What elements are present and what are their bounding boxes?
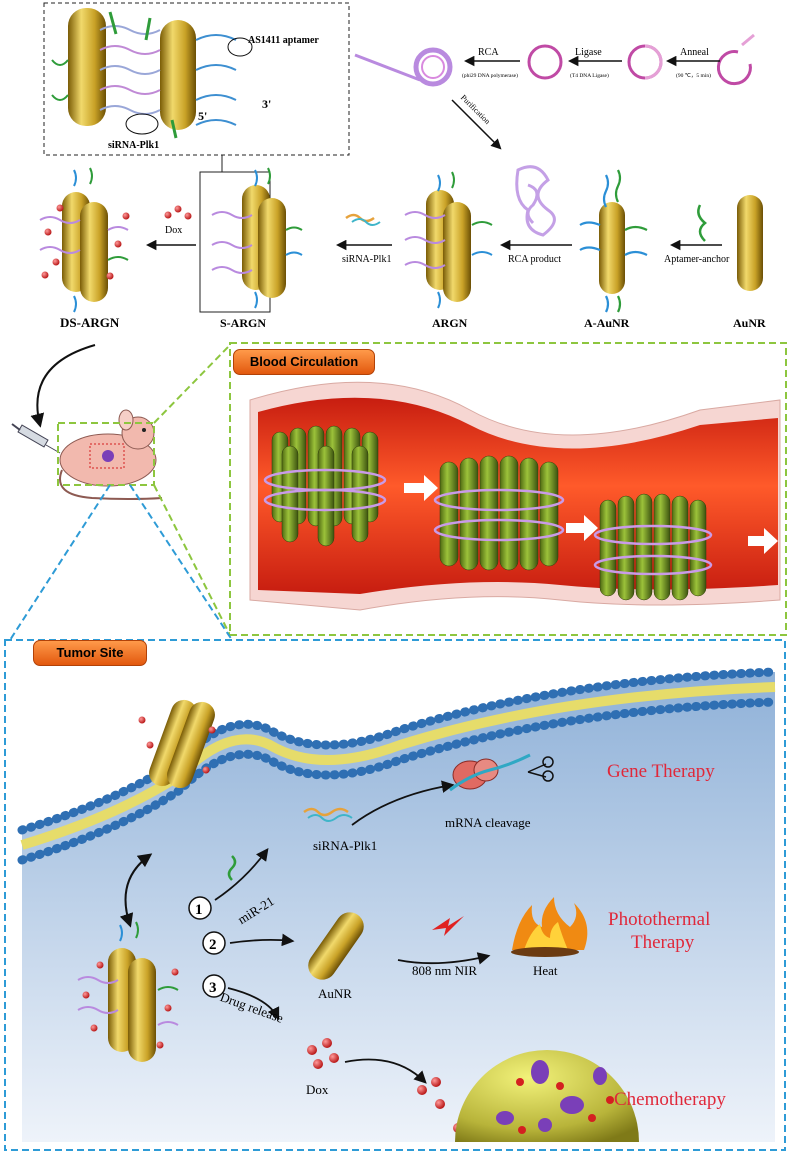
ligase-sub-label: (T4 DNA Ligase) bbox=[570, 72, 609, 79]
gold-nanorod bbox=[160, 20, 196, 130]
a-aunr-assembly bbox=[579, 169, 648, 313]
stage-a-aunr: A-AuNR bbox=[584, 316, 630, 330]
mouse-zoom-box bbox=[57, 422, 155, 486]
sirna-plk1-label: siRNA-Plk1 bbox=[342, 254, 391, 265]
ds-argn-assembly bbox=[39, 167, 130, 313]
tumor-cell-sphere bbox=[455, 1050, 639, 1142]
anneal-sub-label: (90 ℃，5 min) bbox=[676, 72, 711, 79]
mrna-cleavage-label: mRNA cleavage bbox=[445, 815, 531, 830]
aptamer-label: AS1411 aptamer bbox=[248, 35, 319, 46]
tumor-site-badge: Tumor Site bbox=[33, 640, 147, 666]
nir-label: 808 nm NIR bbox=[412, 963, 477, 978]
sirna-inset-label: siRNA-Plk1 bbox=[108, 140, 159, 151]
purification-label: Purification bbox=[459, 93, 492, 126]
inset-zoom-box bbox=[43, 2, 350, 156]
stage-ds-argn: DS-ARGN bbox=[60, 315, 120, 330]
ds-argn-internalized bbox=[77, 921, 179, 1062]
sirna-released bbox=[303, 807, 353, 822]
flow-arrows bbox=[404, 475, 778, 554]
mrna-cleavage-icon bbox=[449, 753, 554, 792]
nanoparticle-bundle bbox=[593, 493, 713, 601]
cell-interior bbox=[22, 672, 775, 1142]
photothermal-title-line2: Therapy bbox=[631, 932, 695, 953]
rca-product-label: RCA product bbox=[508, 254, 561, 265]
rca-label: RCA bbox=[478, 47, 499, 58]
dox-tumor-label: Dox bbox=[306, 1082, 329, 1097]
ds-argn-docking bbox=[138, 699, 216, 789]
syringe-icon bbox=[11, 423, 61, 454]
chemotherapy-title: Chemotherapy bbox=[614, 1089, 726, 1110]
end3-label: 3' bbox=[262, 97, 271, 111]
aunr-released bbox=[308, 912, 364, 980]
injection-arrow bbox=[30, 344, 96, 428]
end5-label: 5' bbox=[198, 109, 207, 123]
dox-label: Dox bbox=[165, 225, 182, 236]
nanoparticle-bundle bbox=[433, 455, 565, 571]
rca-product-blob bbox=[515, 165, 556, 237]
stage-aunr: AuNR bbox=[733, 316, 766, 330]
rca-sequence bbox=[354, 33, 755, 150]
rca-sub-label: (phi29 DNA polymerase) bbox=[462, 72, 518, 79]
aptamer-anchor-label: Aptamer-anchor bbox=[664, 254, 730, 265]
step-1: 1 bbox=[195, 902, 203, 918]
nir-lightning-icon bbox=[432, 916, 464, 936]
anneal-label: Anneal bbox=[680, 47, 709, 58]
nanoparticle-bundle bbox=[263, 425, 387, 547]
stage-s-argn: S-ARGN bbox=[220, 316, 266, 330]
blood-circulation-badge: Blood Circulation bbox=[233, 349, 375, 375]
heat-flame-icon bbox=[511, 897, 588, 957]
dox-molecules bbox=[164, 205, 192, 220]
step-markers bbox=[188, 896, 226, 998]
argn-assembly bbox=[404, 171, 493, 309]
aunr-label: AuNR bbox=[318, 986, 352, 1001]
photothermal-title-line1: Photothermal bbox=[608, 909, 710, 930]
aunr-rod bbox=[737, 195, 763, 291]
ligase-label: Ligase bbox=[575, 47, 602, 58]
step-3: 3 bbox=[209, 980, 217, 996]
s-argn-assembly bbox=[211, 167, 303, 309]
mir21-strand bbox=[227, 855, 237, 881]
aptamer-anchor-strand bbox=[697, 204, 707, 242]
gold-nanorod bbox=[68, 8, 106, 126]
heat-label: Heat bbox=[533, 963, 558, 978]
stage-argn: ARGN bbox=[432, 316, 468, 330]
step-2: 2 bbox=[209, 937, 217, 953]
cell-membrane bbox=[17, 667, 780, 865]
sirna-plk1-tumor-label: siRNA-Plk1 bbox=[313, 838, 377, 853]
gene-therapy-title: Gene Therapy bbox=[607, 761, 715, 782]
